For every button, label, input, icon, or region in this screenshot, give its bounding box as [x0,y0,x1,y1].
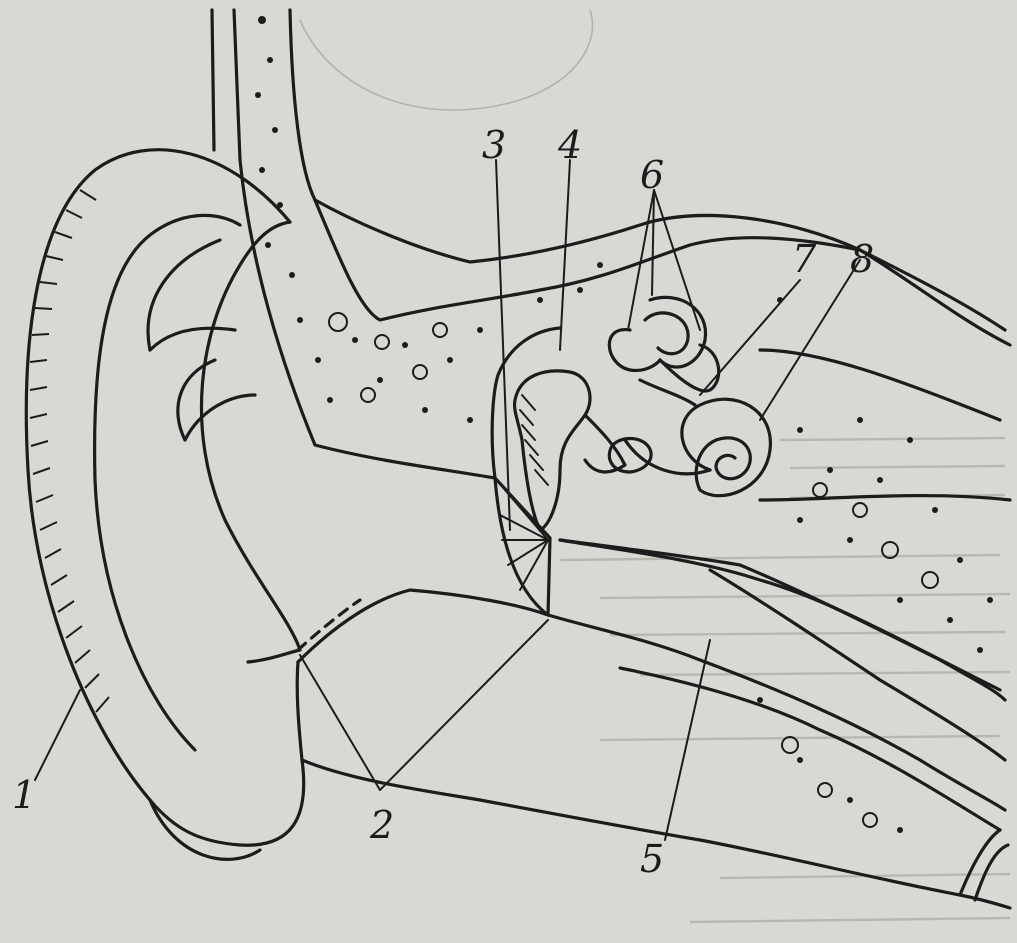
label-2: 2 [369,803,394,847]
middle-ear [495,371,651,615]
label-5: 5 [640,837,664,881]
label-1: 1 [12,773,36,817]
bone-speckle [255,16,993,833]
temporal-bone [240,10,1010,833]
label-6: 6 [640,153,664,197]
auricle [26,10,303,859]
label-7: 7 [792,237,817,281]
label-8: 8 [850,237,874,281]
inner-ear [609,297,770,495]
tympanic-membrane-rays [500,490,548,590]
label-4: 4 [557,123,582,167]
label-3: 3 [482,123,506,167]
